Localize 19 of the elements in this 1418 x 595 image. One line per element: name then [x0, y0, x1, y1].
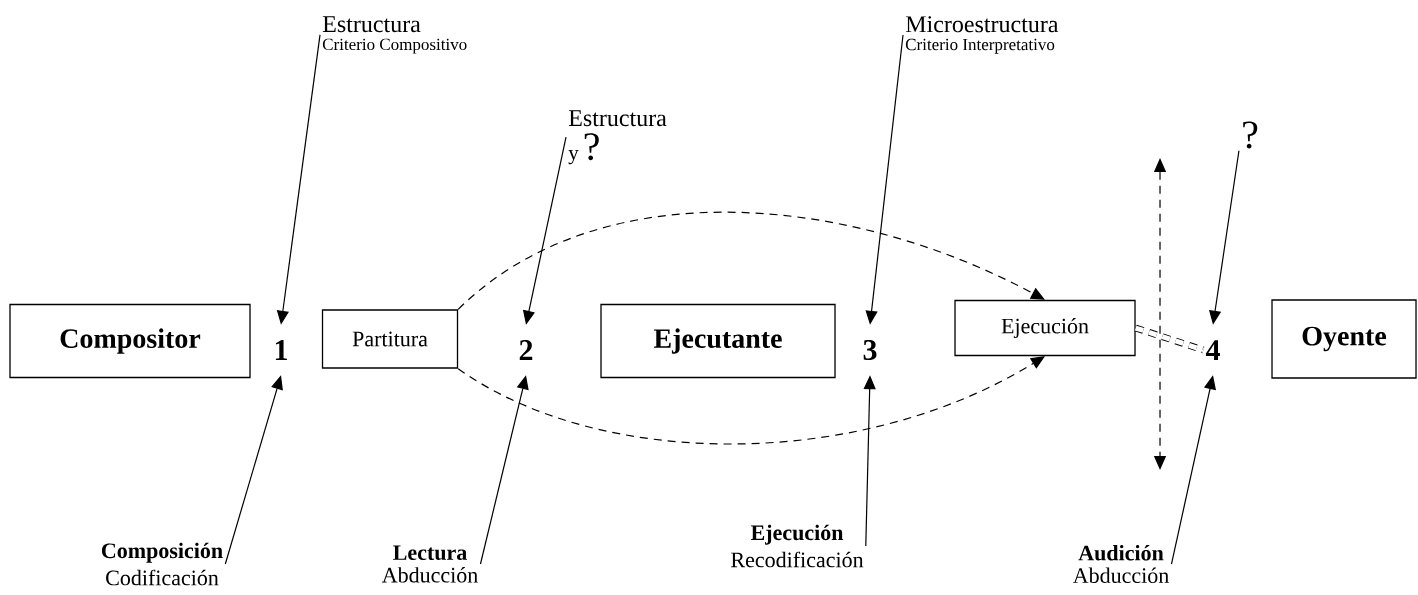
- step-number: 2: [519, 340, 533, 360]
- stage-label: Lectura Abducción: [381, 545, 478, 583]
- stage-label: Composición Codificación: [101, 542, 223, 586]
- dashed-line: [1134, 324, 1205, 354]
- process-box: Ejecutante: [600, 303, 836, 379]
- stage-label: Ejecución Recodificación: [731, 524, 864, 568]
- process-box: Ejecución: [954, 299, 1136, 357]
- annotation-text: Microestructura Criterio Interpretativo: [905, 16, 1059, 54]
- question-mark: ?: [1243, 121, 1258, 149]
- stage-label: Audición Abducción: [1072, 544, 1169, 584]
- annotation-text: Estructura Criterio Compositivo: [322, 16, 467, 54]
- dashed-arrow: [457, 356, 1045, 445]
- process-box: Oyente: [1271, 299, 1417, 379]
- process-box: Partitura: [321, 309, 459, 369]
- step-number: 1: [275, 340, 287, 360]
- process-box: Compositor: [9, 303, 251, 379]
- dashed-arrow: [457, 211, 1045, 310]
- step-number: 3: [863, 339, 877, 361]
- step-number: 4: [1205, 340, 1220, 360]
